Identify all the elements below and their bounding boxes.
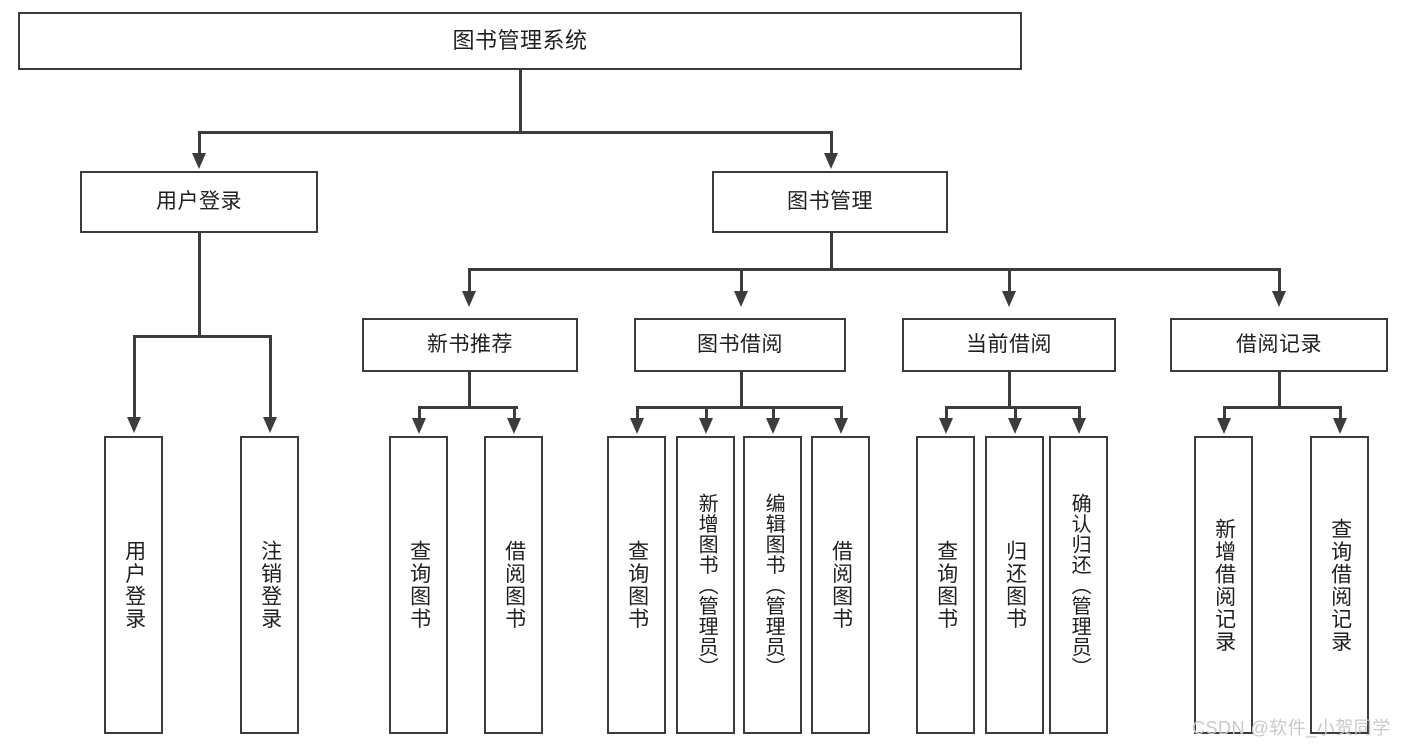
node-book-borrow[interactable]: 图书借阅	[634, 318, 846, 372]
connector-bb-to-leaf-4	[840, 406, 843, 420]
connector-user-login-trunk	[198, 233, 201, 336]
node-leaf-query-book-1-label: 查询图书	[407, 540, 431, 630]
csdn-watermark: CSDN @软件_小贺同学	[1192, 718, 1391, 738]
connector-cb-to-leaf-3	[1078, 406, 1081, 420]
connector-bm-to-new-book	[468, 268, 471, 294]
node-leaf-add-book[interactable]: 新增图书（管理员）	[676, 436, 735, 734]
node-leaf-add-record-label: 新增借阅记录	[1212, 517, 1236, 653]
connector-current-borrow-trunk	[1008, 371, 1011, 407]
node-leaf-query-book-3-label: 查询图书	[934, 540, 958, 630]
node-leaf-borrow-book-2-label: 借阅图书	[829, 540, 853, 630]
node-current-borrow-label: 当前借阅	[966, 333, 1052, 357]
arrowhead-leaf-logout-login	[263, 417, 277, 433]
node-new-book-recommend-label: 新书推荐	[427, 333, 513, 357]
node-leaf-borrow-book-1[interactable]: 借阅图书	[484, 436, 543, 734]
node-leaf-query-book-2[interactable]: 查询图书	[607, 436, 666, 734]
connector-user-login-to-leaf-2	[269, 335, 272, 419]
connector-cb-to-leaf-2	[1014, 406, 1017, 420]
connector-book-borrow-bar	[636, 406, 842, 409]
connector-borrow-record-trunk	[1278, 371, 1281, 407]
connector-book-management-trunk	[830, 232, 833, 269]
arrowhead-leaf-add-book	[699, 418, 713, 434]
node-borrow-record[interactable]: 借阅记录	[1170, 318, 1388, 372]
connector-root-bar	[198, 131, 832, 134]
connector-new-book-bar	[418, 406, 518, 409]
node-root-label: 图书管理系统	[452, 27, 588, 53]
connector-bb-to-leaf-2	[705, 406, 708, 420]
arrowhead-leaf-confirm-return	[1072, 418, 1086, 434]
arrowhead-user-login	[192, 153, 206, 169]
node-leaf-query-record-label: 查询借阅记录	[1328, 517, 1352, 653]
connector-root-trunk	[519, 70, 522, 132]
arrowhead-leaf-query-book-2	[630, 418, 644, 434]
connector-root-to-user-login	[198, 131, 201, 157]
arrowhead-leaf-borrow-book-2	[834, 418, 848, 434]
connector-book-borrow-trunk	[740, 371, 743, 407]
connector-borrow-record-bar	[1223, 406, 1341, 409]
connector-bm-to-borrow-record	[1278, 268, 1281, 294]
arrowhead-leaf-query-record	[1333, 418, 1347, 434]
node-book-management[interactable]: 图书管理	[712, 171, 948, 233]
node-leaf-borrow-book-2[interactable]: 借阅图书	[811, 436, 870, 734]
connector-book-management-bar	[468, 268, 1280, 271]
node-leaf-logout-login[interactable]: 注销登录	[240, 436, 299, 734]
node-leaf-user-login-label: 用户登录	[122, 540, 146, 630]
node-book-management-label: 图书管理	[787, 190, 873, 214]
node-leaf-user-login[interactable]: 用户登录	[104, 436, 163, 734]
connector-bb-to-leaf-1	[636, 406, 639, 420]
arrowhead-book-borrow	[734, 291, 748, 307]
connector-user-login-to-leaf-1	[133, 335, 136, 419]
node-book-borrow-label: 图书借阅	[697, 333, 783, 357]
node-user-login-label: 用户登录	[156, 190, 242, 214]
node-leaf-return-book[interactable]: 归还图书	[985, 436, 1044, 734]
arrowhead-book-management	[824, 153, 838, 169]
node-new-book-recommend[interactable]: 新书推荐	[362, 318, 578, 372]
node-leaf-query-book-1[interactable]: 查询图书	[389, 436, 448, 734]
node-leaf-confirm-return[interactable]: 确认归还（管理员）	[1049, 436, 1108, 734]
node-leaf-query-record[interactable]: 查询借阅记录	[1310, 436, 1369, 734]
connector-current-borrow-bar	[945, 406, 1079, 409]
arrowhead-leaf-user-login	[127, 417, 141, 433]
connector-user-login-bar	[133, 335, 271, 338]
node-leaf-return-book-label: 归还图书	[1003, 540, 1027, 630]
arrowhead-leaf-borrow-book-1	[507, 418, 521, 434]
node-leaf-edit-book-label: 编辑图书（管理员）	[762, 492, 785, 678]
node-user-login[interactable]: 用户登录	[80, 171, 318, 233]
connector-nb-to-leaf-2	[513, 406, 516, 420]
arrowhead-borrow-record	[1272, 291, 1286, 307]
node-leaf-edit-book[interactable]: 编辑图书（管理员）	[743, 436, 802, 734]
node-leaf-confirm-return-label: 确认归还（管理员）	[1068, 492, 1091, 678]
connector-bm-to-current-borrow	[1008, 268, 1011, 294]
node-leaf-add-book-label: 新增图书（管理员）	[695, 492, 718, 678]
arrowhead-leaf-edit-book	[766, 418, 780, 434]
connector-br-to-leaf-1	[1223, 406, 1226, 420]
node-leaf-query-book-3[interactable]: 查询图书	[916, 436, 975, 734]
connector-root-to-book-management	[830, 131, 833, 157]
arrowhead-leaf-add-record	[1217, 418, 1231, 434]
connector-cb-to-leaf-1	[945, 406, 948, 420]
connector-bb-to-leaf-3	[772, 406, 775, 420]
node-leaf-query-book-2-label: 查询图书	[625, 540, 649, 630]
connector-br-to-leaf-2	[1339, 406, 1342, 420]
node-current-borrow[interactable]: 当前借阅	[902, 318, 1116, 372]
connector-new-book-trunk	[468, 371, 471, 407]
node-leaf-add-record[interactable]: 新增借阅记录	[1194, 436, 1253, 734]
arrowhead-current-borrow	[1002, 291, 1016, 307]
arrowhead-new-book-recommend	[462, 291, 476, 307]
node-leaf-logout-login-label: 注销登录	[258, 540, 282, 630]
node-leaf-borrow-book-1-label: 借阅图书	[502, 540, 526, 630]
node-root[interactable]: 图书管理系统	[18, 12, 1022, 70]
connector-nb-to-leaf-1	[418, 406, 421, 420]
connector-bm-to-book-borrow	[740, 268, 743, 294]
arrowhead-leaf-query-book-3	[939, 418, 953, 434]
arrowhead-leaf-query-book-1	[412, 418, 426, 434]
node-borrow-record-label: 借阅记录	[1236, 333, 1322, 357]
arrowhead-leaf-return-book	[1008, 418, 1022, 434]
